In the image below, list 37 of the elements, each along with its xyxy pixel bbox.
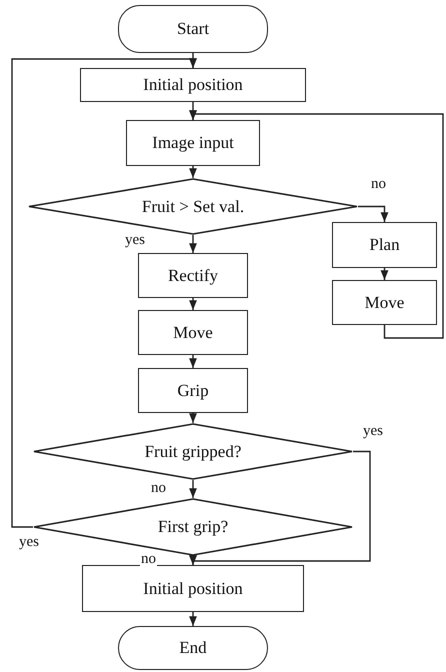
arrow [189, 110, 444, 339]
arrow [189, 555, 197, 565]
process-box [82, 565, 304, 612]
decision-diamond [28, 178, 358, 235]
node-label: Grip [177, 380, 209, 400]
node-label: Rectify [168, 266, 218, 286]
process-box [332, 222, 437, 268]
arrow [189, 355, 197, 368]
arrow [358, 206, 388, 222]
process-box [138, 368, 248, 413]
arrow [189, 612, 197, 626]
process-box [138, 310, 248, 355]
arrow [189, 235, 197, 253]
process-box [138, 253, 248, 298]
node-label: Move [173, 322, 213, 342]
node-label: Start [176, 19, 210, 39]
process-box [80, 68, 306, 102]
terminal-box [118, 5, 268, 53]
terminal-box [118, 626, 268, 670]
node-label: Initial position [143, 75, 243, 95]
arrow [189, 298, 197, 310]
node-label: Fruit > Set val. [142, 196, 244, 216]
node-label: Fruit gripped? [144, 442, 242, 462]
node-label: Move [364, 292, 404, 312]
arrow [189, 480, 197, 498]
arrow [11, 58, 197, 528]
node-label: End [179, 638, 207, 658]
process-box [332, 280, 437, 325]
arrow [189, 166, 197, 178]
decision-diamond [33, 423, 353, 480]
arrow [189, 413, 197, 423]
process-box [126, 120, 260, 166]
node-label: Image input [152, 133, 234, 153]
node-label: Initial position [143, 578, 243, 598]
node-label: Plan [369, 235, 400, 255]
arrow [380, 268, 388, 280]
node-label: First grip? [158, 517, 228, 537]
